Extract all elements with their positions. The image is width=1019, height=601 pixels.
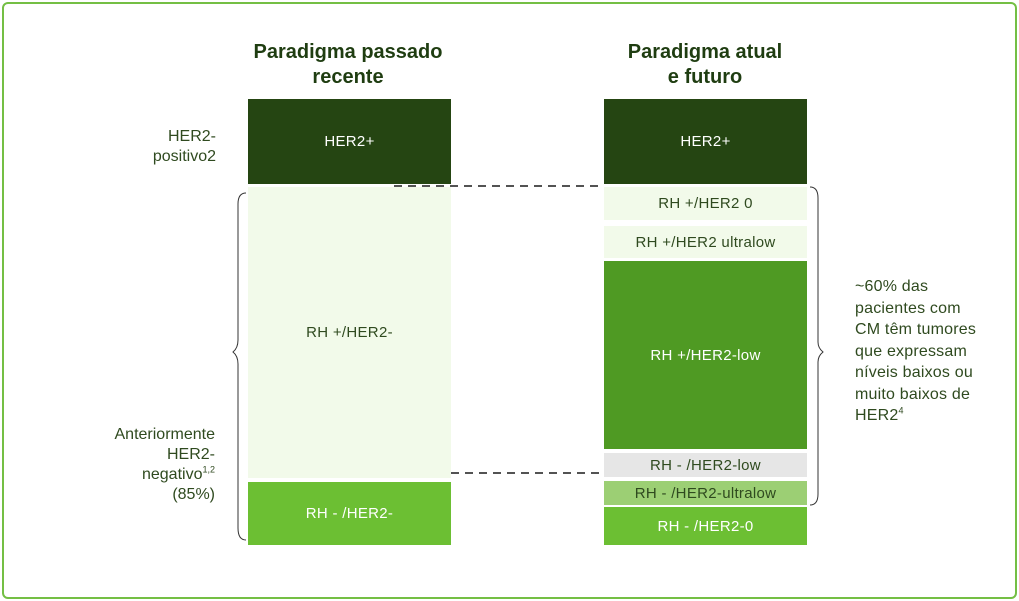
right-block-hr-positive-her2-ultralow: RH +/HER2 ultralow [604,226,807,258]
note-line: CM têm tumores [855,321,977,338]
right-block-hr-negative-her2-low: RH - /HER2-low [604,453,807,477]
right-block-hr-positive-her2-0: RH +/HER2 0 [604,187,807,220]
note-line: níveis baixos ou [855,364,973,381]
right-block-hr-negative-her2-0: RH - /HER2-0 [604,507,807,545]
right-block-hr-negative-her2-ultralow: RH - /HER2-ultralow [604,481,807,505]
left-column-title: Paradigma passado recente [253,41,443,88]
right-block-hr-positive-her2-low: RH +/HER2-low [604,261,807,449]
left-brace [232,192,247,541]
right-column-title: Paradigma atual e futuro [627,41,783,88]
note-line: pacientes com [855,299,961,317]
left-block-hr-positive-her2-negative: RH +/HER2- [248,187,451,478]
note-line: muito baixos de [855,385,971,403]
her2-low-ultralow-note: ~60% das pacientes com CM têm tumores qu… [855,276,1005,427]
note-line: ~60% das [855,278,929,295]
left-block-hr-negative-her2-negative: RH - /HER2- [248,482,451,545]
label-her2-negative: Anteriormente HER2- negativo1,2 (85%) [114,426,216,503]
note-line: que expressam [855,342,967,360]
left-block-her2-positive: HER2+ [248,99,451,184]
note-line: HER24 [855,405,904,424]
right-brace [809,186,824,506]
right-block-her2-positive: HER2+ [604,99,807,184]
label-her2-positive: HER2- positivo2 [152,128,216,165]
